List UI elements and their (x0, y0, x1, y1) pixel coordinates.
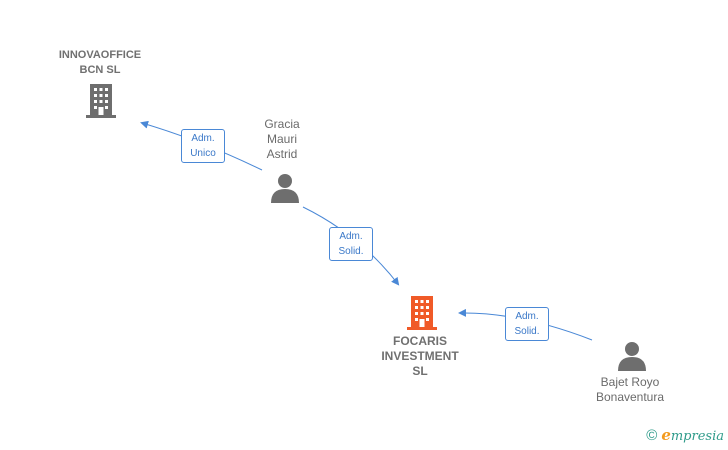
edge-label-adm-solid-gracia[interactable]: Adm. Solid. (329, 227, 373, 261)
person-label-gracia: Gracia Mauri Astrid (264, 117, 300, 161)
footer-brand: © empresia (646, 426, 724, 444)
person-icon[interactable] (617, 341, 647, 371)
building-icon-main[interactable] (406, 296, 438, 330)
edge-label-adm-solid-bajet[interactable]: Adm. Solid. (505, 307, 549, 341)
person-label-bajet: Bajet Royo Bonaventura (595, 375, 665, 404)
building-icon[interactable] (85, 84, 117, 118)
company-label-innovaoffice: INNOVAOFFICE BCN SL (58, 49, 142, 76)
person-icon[interactable] (270, 173, 300, 203)
company-label-focaris: FOCARIS INVESTMENT SL (381, 334, 459, 378)
edge-label-adm-unico[interactable]: Adm. Unico (181, 129, 225, 163)
brand-logo[interactable]: empresia (661, 426, 724, 444)
copyright-icon: © (646, 426, 658, 444)
